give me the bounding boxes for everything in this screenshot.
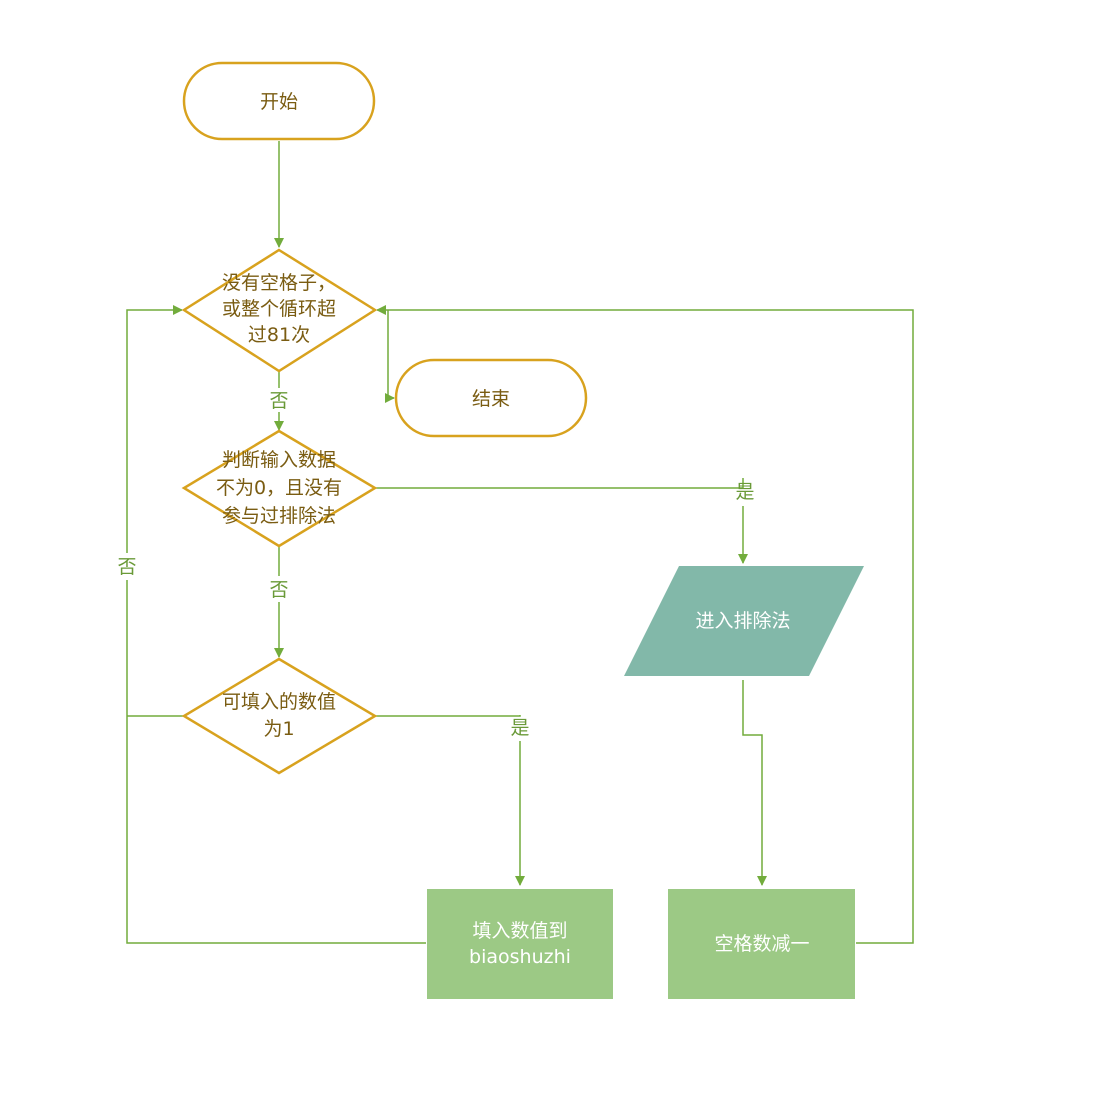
fill-value-line1: 填入数值到 xyxy=(472,920,567,942)
decision-empty-line2: 或整个循环超 xyxy=(222,298,336,320)
edge-exclusion-to-decrement xyxy=(742,680,767,886)
edge-label-yes-2: 是 xyxy=(510,717,529,739)
edge-check-empty-to-end xyxy=(385,310,395,403)
connectors xyxy=(126,141,914,944)
exclusion-label: 进入排除法 xyxy=(695,610,790,632)
decision-input-data: 判断输入数据 不为0，且没有 参与过排除法 xyxy=(181,429,378,548)
decision-empty-line3: 过81次 xyxy=(248,324,310,346)
start-label: 开始 xyxy=(260,91,298,113)
decision-fill-value: 可填入的数值 为1 xyxy=(181,657,378,775)
end-label: 结束 xyxy=(472,388,510,410)
edge-check-input-yes xyxy=(375,478,744,489)
edge-check-fill-yes xyxy=(375,715,521,717)
decision-empty-cells: 没有空格子， 或整个循环超 过81次 xyxy=(181,248,378,373)
edge-decrement-loop xyxy=(376,305,914,944)
edge-label-no-left: 否 xyxy=(117,556,136,578)
decision-input-line2: 不为0，且没有 xyxy=(216,477,342,499)
decrement-label: 空格数减一 xyxy=(714,933,809,955)
decrement-node: 空格数减一 xyxy=(668,889,855,999)
fill-value-node: 填入数值到 biaoshuzhi xyxy=(427,889,613,999)
decision-empty-line1: 没有空格子， xyxy=(222,272,336,294)
edge-loop-left-up xyxy=(126,305,183,553)
edge-label-yes-1: 是 xyxy=(735,481,754,503)
decision-input-line1: 判断输入数据 xyxy=(222,449,336,471)
fill-value-line2: biaoshuzhi xyxy=(469,946,571,968)
decision-fill-line1: 可填入的数值 xyxy=(222,691,336,713)
start-node: 开始 xyxy=(182,61,376,141)
edge-fill-value-loop xyxy=(126,580,426,944)
edge-label-no-2: 否 xyxy=(269,579,288,601)
decision-input-line3: 参与过排除法 xyxy=(222,505,336,527)
end-node: 结束 xyxy=(394,358,588,438)
decision-fill-line2: 为1 xyxy=(263,718,294,740)
edge-label-no-1: 否 xyxy=(269,390,288,412)
exclusion-node: 进入排除法 xyxy=(624,566,864,676)
